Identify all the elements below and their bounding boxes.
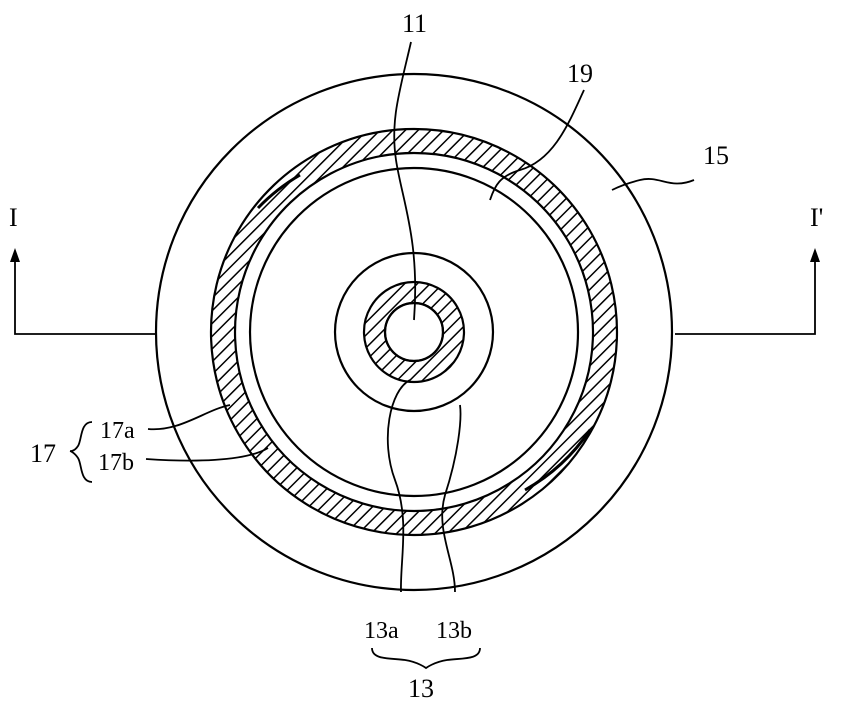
- label-13b: 13b: [436, 618, 472, 644]
- label-section-left: I: [9, 203, 18, 232]
- leader-15: [611, 178, 695, 191]
- brace-13: [371, 647, 481, 670]
- leader-13b: [441, 404, 462, 593]
- label-19: 19: [567, 59, 593, 88]
- brace-17: [69, 421, 93, 483]
- ring-17a-band: [256, 173, 301, 210]
- section-arrow-right: [810, 248, 820, 262]
- section-arrow-left: [10, 248, 20, 262]
- label-15: 15: [703, 141, 729, 170]
- label-17a: 17a: [100, 418, 135, 444]
- leader-11: [393, 41, 417, 321]
- section-line-left: [14, 258, 155, 335]
- leader-19: [489, 89, 585, 201]
- leader-13a: [386, 379, 411, 593]
- label-17b: 17b: [98, 450, 134, 476]
- leader-17b: [145, 447, 269, 462]
- outer-circle-15: [154, 72, 674, 592]
- label-13a: 13a: [364, 618, 399, 644]
- core-center-11: [383, 301, 445, 363]
- hatched-ring-17: [209, 127, 619, 537]
- label-17: 17: [30, 439, 56, 468]
- section-line-right: [675, 258, 816, 335]
- core-hatched-13a: [362, 280, 466, 384]
- label-13: 13: [408, 674, 434, 703]
- core-outer-circle-13b: [333, 251, 495, 413]
- label-11: 11: [402, 9, 427, 38]
- label-section-right: I': [810, 203, 823, 232]
- leader-17a: [147, 404, 231, 431]
- ring-17b-band: [524, 429, 592, 492]
- inner-circle-19: [248, 166, 580, 498]
